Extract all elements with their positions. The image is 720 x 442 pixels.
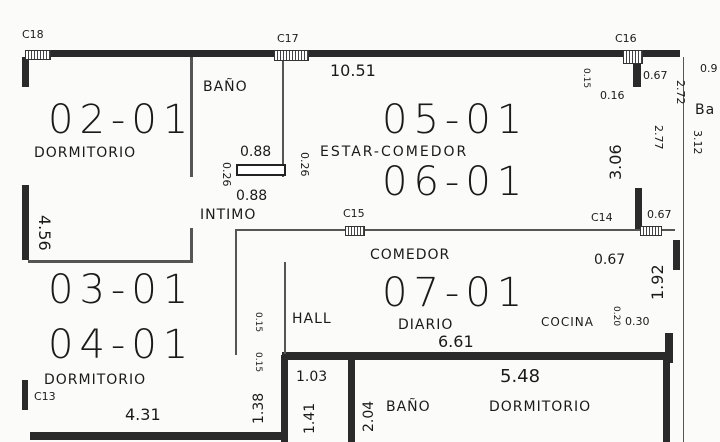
dimension: 0.16 bbox=[600, 89, 625, 102]
wall-kitchen-right bbox=[673, 240, 680, 270]
dimension: 0.67 bbox=[643, 69, 668, 82]
column-label: C13 bbox=[34, 390, 56, 403]
wall-left-upper bbox=[22, 57, 29, 87]
partition-hall-v1 bbox=[190, 228, 193, 262]
room-label: COCINA bbox=[541, 315, 594, 329]
unit-number: 06-01 bbox=[382, 159, 529, 205]
unit-number: 04-01 bbox=[48, 322, 195, 368]
unit-number: 02-01 bbox=[48, 97, 195, 143]
dimension: 0.9 bbox=[700, 62, 718, 75]
room-label: Ba bbox=[695, 102, 716, 118]
dimension: 1.92 bbox=[648, 264, 667, 300]
wall-vertical-bath bbox=[281, 355, 288, 442]
partition-hall-v2 bbox=[235, 230, 237, 355]
column-c14 bbox=[640, 226, 662, 236]
room-label: DORMITORIO bbox=[34, 145, 137, 161]
room-label: BAÑO bbox=[386, 399, 431, 415]
dimension: 3.12 bbox=[691, 130, 704, 155]
partition-right-dashed bbox=[683, 57, 684, 442]
wall-left-low bbox=[22, 380, 28, 410]
room-label: DIARIO bbox=[398, 317, 454, 333]
dimension: 0.88 bbox=[240, 144, 272, 160]
wall-right-bottom bbox=[663, 360, 670, 442]
room-label: HALL bbox=[292, 311, 332, 327]
column-label: C17 bbox=[277, 32, 299, 45]
dimension: 1.03 bbox=[296, 369, 328, 385]
dimension: 0.26 bbox=[298, 152, 311, 177]
wall-top bbox=[25, 50, 680, 57]
partition-intimo bbox=[235, 229, 345, 231]
partition-hall-v3 bbox=[284, 262, 286, 354]
unit-number: 03-01 bbox=[48, 267, 195, 313]
dimension: 0.26 bbox=[220, 162, 233, 187]
room-label: INTIMO bbox=[200, 207, 257, 223]
dimension: 2.72 bbox=[674, 80, 687, 105]
wall-left-mid bbox=[22, 185, 29, 260]
wall-right-mid bbox=[635, 188, 642, 230]
unit-number: 05-01 bbox=[382, 97, 529, 143]
room-label: ESTAR-COMEDOR bbox=[320, 144, 469, 160]
wall-right-upper bbox=[633, 57, 641, 87]
column-c17 bbox=[274, 50, 309, 61]
dimension: 1.38 bbox=[251, 392, 267, 424]
dimension: 2.77 bbox=[652, 125, 665, 150]
dimension: 2.04 bbox=[361, 400, 377, 432]
dimension: 6.61 bbox=[438, 332, 474, 351]
partition-bath-right bbox=[282, 57, 284, 177]
column-c18 bbox=[25, 50, 51, 60]
column-c15 bbox=[345, 226, 365, 236]
dimension: 0.20 bbox=[611, 306, 621, 327]
dimension: 0.15 bbox=[581, 68, 591, 89]
room-label: DORMITORIO bbox=[44, 372, 147, 388]
partition-bath-left bbox=[190, 57, 193, 177]
dimension: 10.51 bbox=[330, 61, 376, 80]
room-label: BAÑO bbox=[203, 79, 248, 95]
dimension: 0.15 bbox=[253, 312, 263, 333]
room-label: DORMITORIO bbox=[489, 399, 592, 415]
column-label: C18 bbox=[22, 28, 44, 41]
dimension: 0.67 bbox=[647, 208, 672, 221]
room-label: COMEDOR bbox=[370, 247, 451, 263]
dimension: 0.88 bbox=[236, 188, 268, 204]
wall-bottom bbox=[30, 432, 288, 440]
dimension: 4.56 bbox=[35, 215, 54, 251]
dimension: 5.48 bbox=[500, 366, 541, 387]
wall-kitchen-top bbox=[345, 229, 675, 231]
column-label: C15 bbox=[343, 207, 365, 220]
unit-number: 07-01 bbox=[382, 270, 529, 316]
vent-shaft bbox=[236, 164, 286, 176]
dimension: 3.06 bbox=[606, 144, 625, 180]
dimension: 4.31 bbox=[125, 405, 161, 424]
column-label: C16 bbox=[615, 32, 637, 45]
wall-vertical-bath2 bbox=[348, 358, 355, 442]
partition-hall-top bbox=[28, 260, 193, 263]
dimension: 0.67 bbox=[594, 252, 626, 268]
dimension: 0.15 bbox=[253, 352, 263, 373]
wall-kitchen-right-low bbox=[665, 333, 673, 363]
dimension: 0.30 bbox=[625, 315, 650, 328]
column-c16 bbox=[623, 50, 643, 64]
column-label: C14 bbox=[591, 211, 613, 224]
wall-mid-horizontal bbox=[282, 352, 672, 360]
dimension: 1.41 bbox=[302, 402, 318, 434]
